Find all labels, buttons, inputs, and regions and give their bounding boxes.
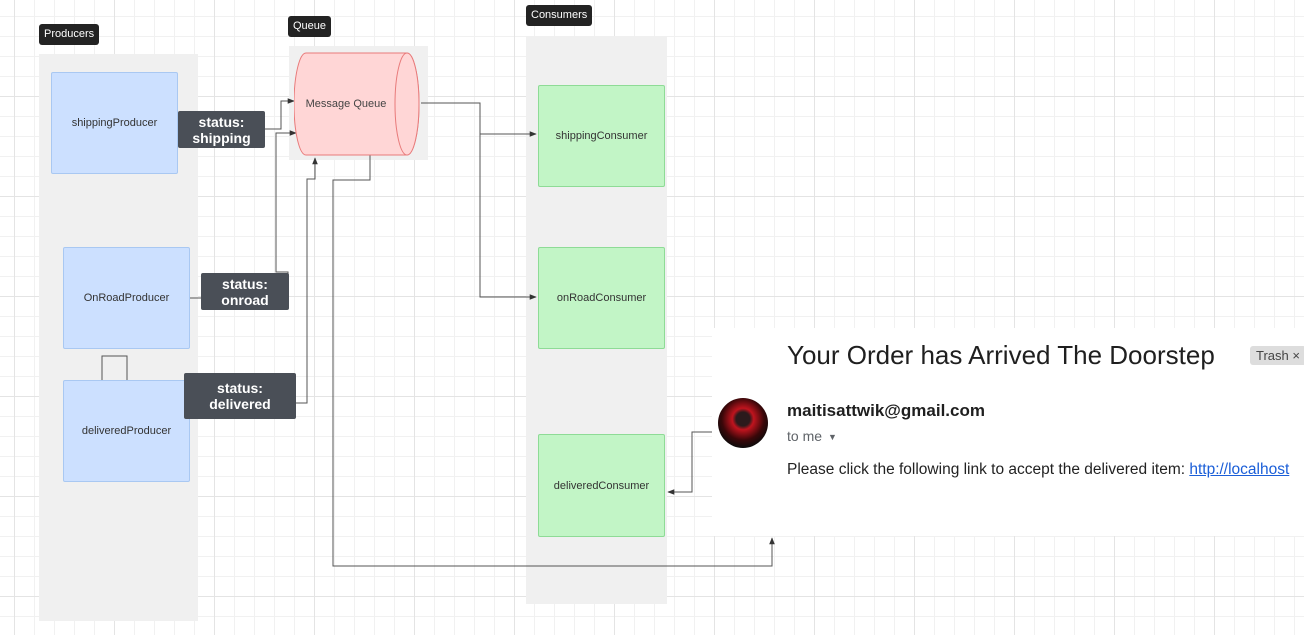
consumer-shipping[interactable]: shippingConsumer <box>538 85 665 187</box>
status-shipping-key: status: <box>198 113 245 130</box>
close-icon[interactable]: × <box>1292 348 1300 363</box>
email-subject: Your Order has Arrived The Doorstep <box>787 340 1215 370</box>
producer-delivered[interactable]: deliveredProducer <box>63 380 190 482</box>
connector-shipping-status-queue <box>265 98 295 130</box>
caret-down-icon[interactable]: ▼ <box>828 432 837 443</box>
status-onroad-key: status: <box>222 275 268 292</box>
message-queue-label: Message Queue <box>306 98 387 110</box>
connector-delivered-status-queue <box>296 157 318 404</box>
status-delivered: status: delivered <box>184 373 296 419</box>
email-body: Please click the following link to accep… <box>787 461 1289 479</box>
producer-onroad[interactable]: OnRoadProducer <box>63 247 190 349</box>
email-sender[interactable]: maitisattwik@gmail.com <box>787 401 985 420</box>
avatar[interactable] <box>718 398 768 448</box>
email-body-text: Please click the following link to accep… <box>787 461 1190 478</box>
producer-shipping[interactable]: shippingProducer <box>51 72 178 174</box>
email-preview: Your Order has Arrived The Doorstep Tras… <box>712 328 1304 536</box>
status-onroad-value: onroad <box>221 291 269 308</box>
queue-tag: Queue <box>288 16 332 38</box>
recipient-label: to me <box>787 428 823 444</box>
accept-link[interactable]: http://localhost <box>1189 461 1290 478</box>
status-onroad: status: onroad <box>201 273 289 310</box>
connector-queue-email <box>332 155 775 567</box>
status-delivered-key: status: <box>217 380 263 396</box>
message-queue[interactable]: Message Queue <box>294 52 424 158</box>
consumer-onroad[interactable]: onRoadConsumer <box>538 247 665 349</box>
trash-label-text: Trash <box>1256 348 1289 363</box>
consumers-tag: Consumers <box>526 5 593 27</box>
status-shipping-value: shipping <box>192 129 251 146</box>
trash-label-chip[interactable]: Trash × <box>1250 346 1304 365</box>
consumer-delivered[interactable]: deliveredConsumer <box>538 434 665 537</box>
status-delivered-value: delivered <box>209 396 271 412</box>
producers-tag: Producers <box>39 24 100 46</box>
connector-queue-shipping-consumer <box>421 102 537 137</box>
recipient-dropdown[interactable]: to me ▼ <box>787 428 837 444</box>
connector-queue-onroad-consumer <box>479 134 537 300</box>
status-shipping: status: shipping <box>178 111 265 148</box>
connector-email-delivered-consumer <box>667 431 716 495</box>
